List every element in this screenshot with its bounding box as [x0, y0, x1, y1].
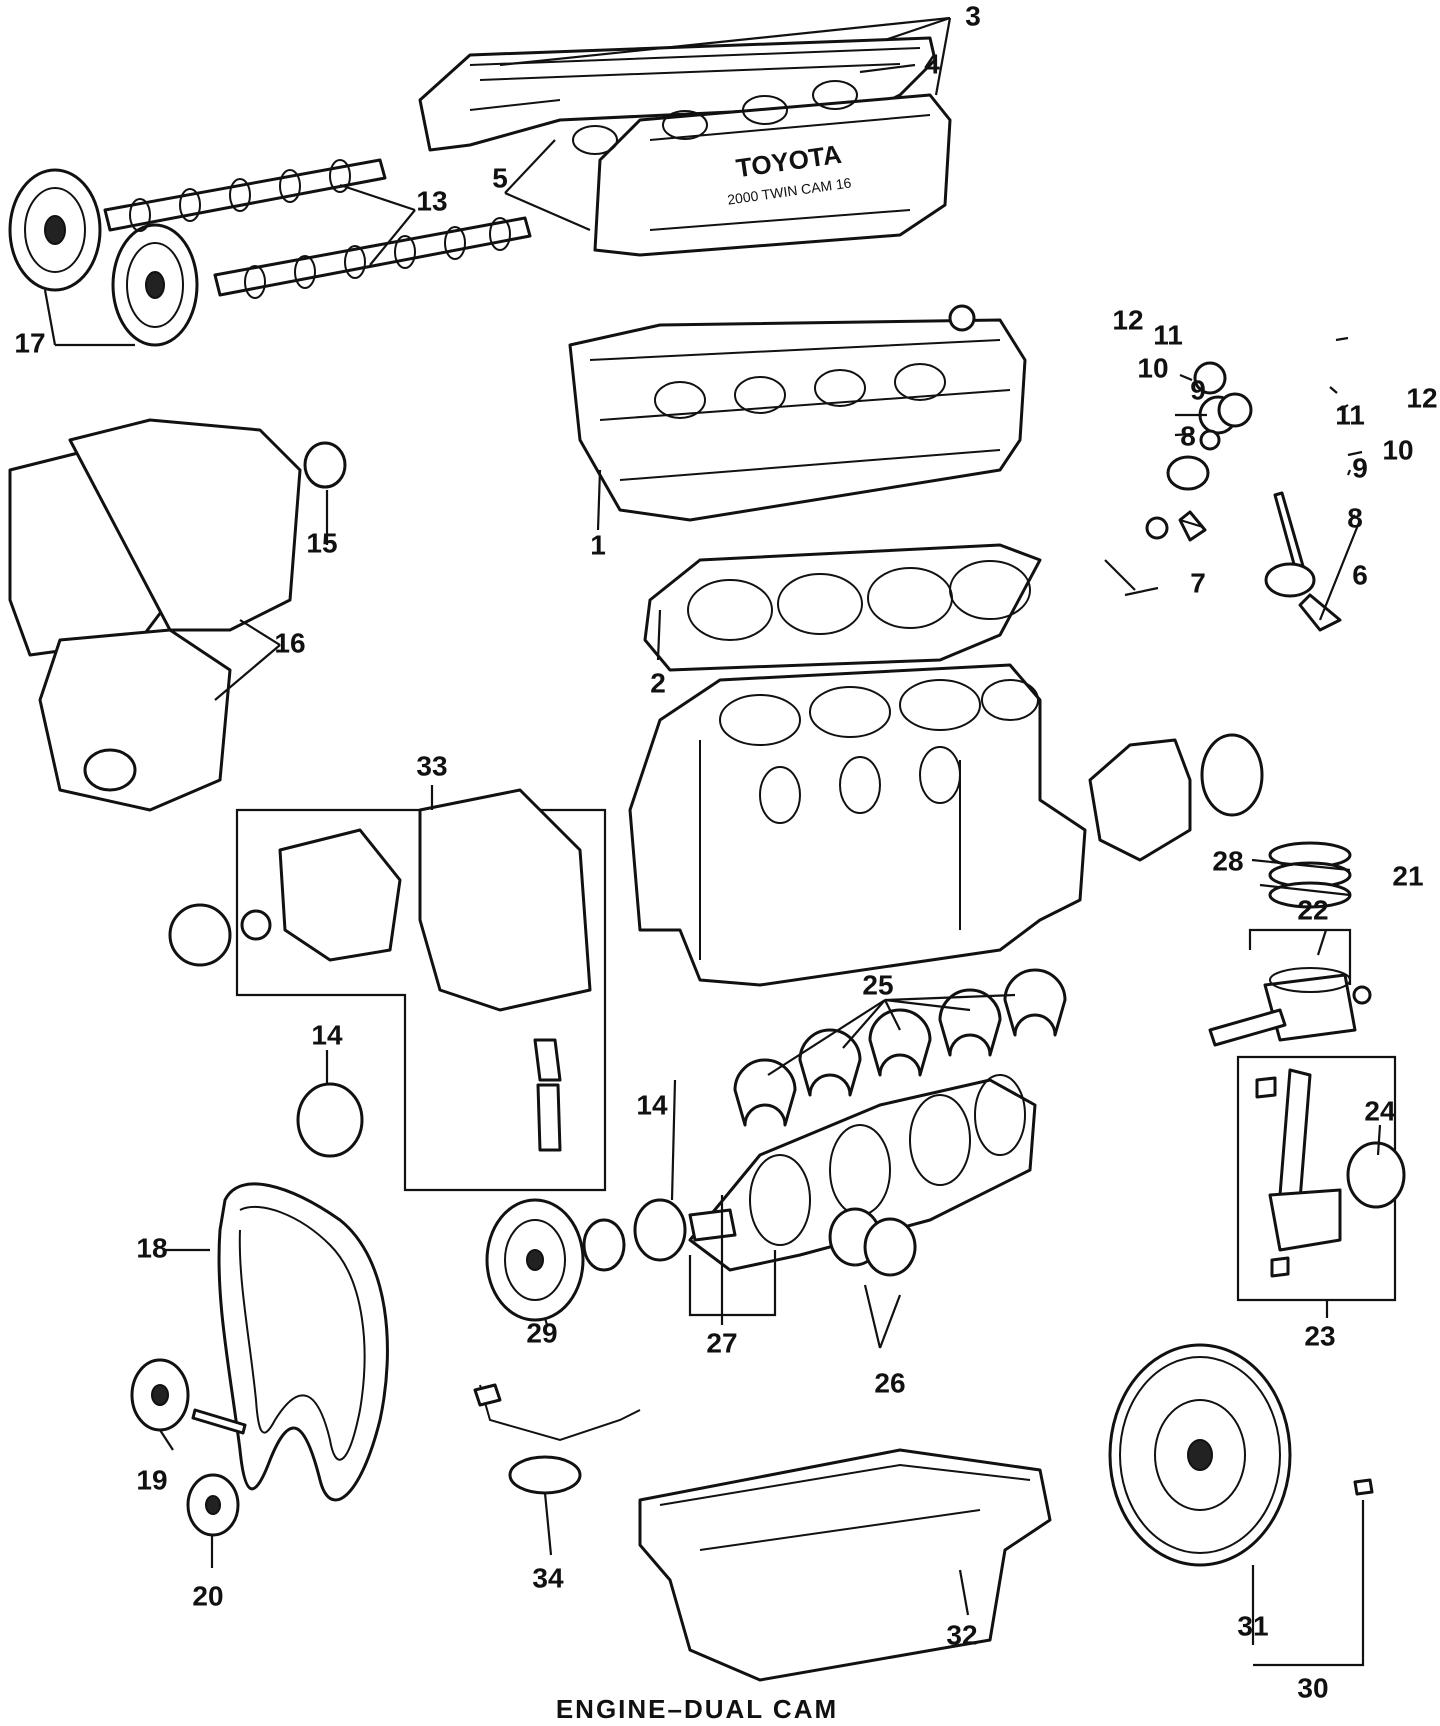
callout-11b: 11 — [1335, 399, 1365, 430]
callout-labels: 1 2 3 4 5 6 7 8 8 9 9 10 10 11 11 12 12 … — [14, 0, 1437, 1703]
callout-23: 23 — [1304, 1320, 1335, 1351]
oil-strainer — [473, 1383, 641, 1495]
leader-lines — [43, 16, 1382, 1667]
callout-34: 34 — [532, 1562, 564, 1593]
timing-covers — [8, 418, 347, 812]
flywheel — [1108, 1343, 1374, 1567]
crankshaft — [688, 1074, 1037, 1272]
crank-pulley-group — [485, 1198, 687, 1322]
main-bearings — [733, 968, 1067, 1127]
callout-24: 24 — [1364, 1095, 1396, 1126]
callout-26: 26 — [874, 1367, 905, 1398]
callout-27: 27 — [706, 1327, 737, 1358]
cylinder-head — [568, 318, 1027, 522]
callout-12: 12 — [1112, 304, 1143, 335]
callout-8b: 8 — [1347, 502, 1363, 533]
callout-19: 19 — [136, 1464, 167, 1495]
callout-12b: 12 — [1406, 382, 1437, 413]
oil-pan — [638, 1448, 1052, 1682]
callout-14b: 14 — [636, 1089, 668, 1120]
camshafts — [103, 158, 532, 299]
callout-29: 29 — [526, 1317, 557, 1348]
callout-5: 5 — [492, 162, 508, 193]
callout-21: 21 — [1392, 860, 1423, 891]
callout-25: 25 — [862, 969, 893, 1000]
callout-15: 15 — [306, 527, 337, 558]
callout-9: 9 — [1190, 374, 1206, 405]
callout-2: 2 — [650, 667, 666, 698]
callout-20: 20 — [192, 1580, 223, 1611]
callout-6: 6 — [1352, 559, 1368, 590]
diagram-caption: ENGINE–DUAL CAM — [556, 1694, 838, 1724]
callout-32: 32 — [946, 1619, 977, 1650]
callout-33: 33 — [416, 750, 447, 781]
callout-10: 10 — [1137, 352, 1168, 383]
callout-22: 22 — [1297, 894, 1328, 925]
valve-train — [948, 304, 1342, 632]
cylinder-block — [628, 663, 1087, 987]
callout-18: 18 — [136, 1232, 167, 1263]
connecting-rod-box — [1236, 1055, 1406, 1302]
timing-belt-group — [130, 1182, 389, 1537]
callout-4: 4 — [924, 48, 940, 79]
head-gasket — [643, 543, 1042, 672]
callout-8: 8 — [1180, 420, 1196, 451]
callout-14: 14 — [311, 1019, 343, 1050]
thrust-washers — [828, 1207, 917, 1277]
piston-assembly — [1208, 841, 1372, 1047]
callout-13: 13 — [416, 185, 447, 216]
callout-7: 7 — [1190, 567, 1206, 598]
callout-3: 3 — [965, 0, 981, 31]
callout-9b: 9 — [1352, 452, 1368, 483]
callout-17: 17 — [14, 327, 45, 358]
callout-1: 1 — [590, 529, 606, 560]
callout-31: 31 — [1237, 1610, 1268, 1641]
callout-11: 11 — [1153, 319, 1183, 350]
cam-gears — [8, 168, 199, 347]
callout-30: 30 — [1297, 1672, 1328, 1703]
oil-pump-box — [168, 788, 607, 1192]
valve-cover-assembly: TOYOTA 2000 TWIN CAM 16 — [418, 36, 952, 257]
callout-10b: 10 — [1382, 434, 1413, 465]
callout-16: 16 — [274, 627, 305, 658]
callout-28: 28 — [1212, 845, 1243, 876]
rear-seal-cover — [1088, 733, 1264, 862]
